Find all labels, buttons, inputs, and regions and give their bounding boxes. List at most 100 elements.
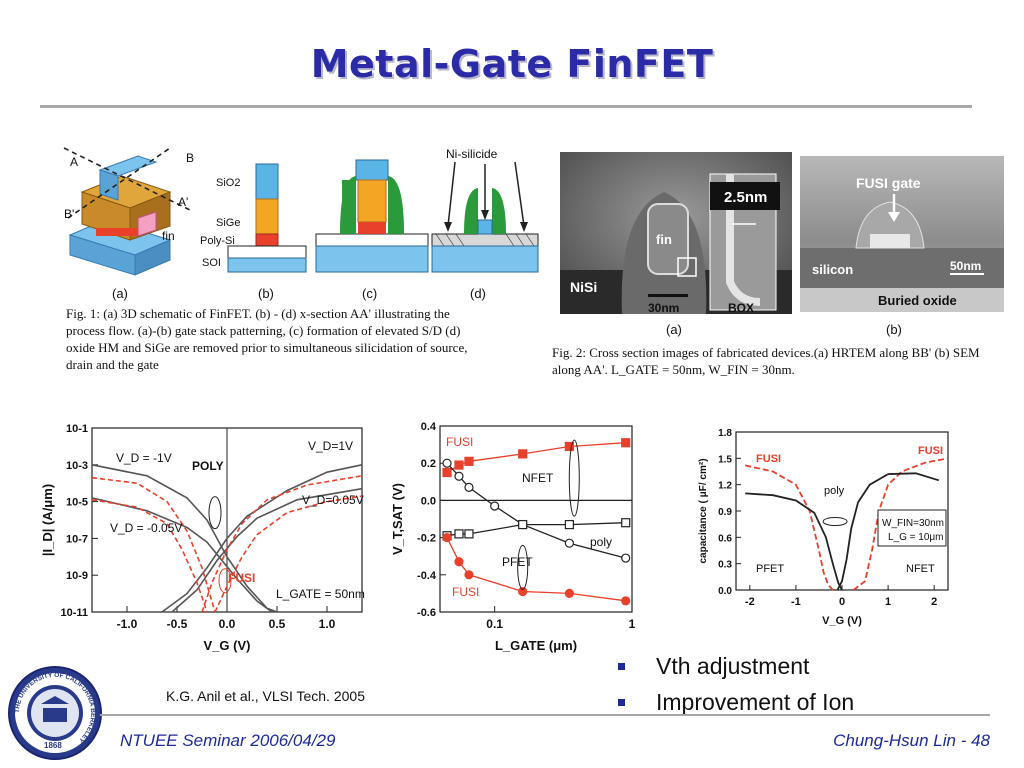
fig1-schematic: A B B' A' fin (a) SiO2 SiGe Poly-Si SOI …: [63, 147, 539, 301]
fig2b-sem: FUSI gate silicon 50nm Buried oxide (b): [800, 156, 1004, 337]
y-tick-label: 1.2: [718, 481, 732, 492]
y-tick-label: 10-1: [66, 423, 88, 435]
fig1-label-fin: fin: [162, 229, 175, 243]
chart-annotation: FUSI: [756, 453, 781, 465]
fig2-label-fusi-gate: FUSI gate: [856, 175, 921, 191]
data-point: [464, 570, 474, 580]
series-line-poly: [91, 497, 273, 613]
y-tick-label: 0.0: [421, 495, 436, 507]
y-tick-label: -0.4: [417, 570, 437, 582]
fig2-label-nisi: NiSi: [570, 279, 597, 295]
x-axis-label: V_G (V): [822, 615, 862, 627]
reference-text: K.G. Anil et al., VLSI Tech. 2005: [166, 688, 365, 704]
x-tick-label: -2: [745, 596, 755, 608]
chart-annotation: poly: [590, 535, 612, 549]
fig2-label-scale-b: 50nm: [950, 259, 981, 273]
y-tick-label: -0.6: [417, 607, 436, 619]
series-line-poly: [745, 492, 843, 591]
fig2-sublabel-b: (b): [886, 322, 902, 337]
fig2-label-buried-oxide: Buried oxide: [878, 293, 957, 308]
fig1c-elevated-sd: (c): [315, 159, 429, 301]
fig2-label-box: BOX: [728, 301, 754, 315]
data-point: [454, 529, 464, 539]
fig1-label-nisilicide: Ni-silicide: [446, 147, 498, 161]
series-line-fusi: [852, 457, 949, 591]
data-point: [621, 518, 631, 528]
fig2-label-silicon: silicon: [812, 262, 853, 277]
y-tick-label: 10-5: [66, 497, 88, 509]
x-tick-label: 0.1: [486, 617, 503, 631]
fusi-group-ellipse: [218, 568, 232, 594]
chart-annotation: NFET: [906, 563, 935, 575]
y-axis-label: capacitance ( μF/ cm²): [698, 458, 709, 563]
slide-title: Metal-Gate FinFET: [310, 42, 714, 86]
series-line-poly: [91, 464, 278, 613]
page-number: 48: [971, 731, 990, 750]
footer-author: Chung-Hsun Lin: [833, 731, 956, 750]
data-point: [442, 532, 452, 543]
series-line-poly: [171, 487, 363, 613]
fig2-label-scale-a: 30nm: [648, 301, 679, 315]
series-line-fusi: [91, 476, 216, 613]
fig1d-silicidation: Ni-silicide (d): [431, 147, 539, 301]
series-line-fusi: [745, 464, 834, 591]
x-tick-label: -1: [791, 596, 801, 608]
bullet-item: Improvement of Ion: [614, 686, 854, 722]
bullet-list: Vth adjustment Improvement of Ion: [614, 650, 854, 722]
chart-annotation: V_D=1V: [308, 439, 353, 453]
fig1-label-soi: SOI: [202, 257, 221, 269]
data-point: [518, 586, 528, 597]
chart-annotation: NFET: [522, 471, 554, 485]
chart-annotation: L_G = 10μm: [888, 532, 944, 543]
fig1-label-sige: SiGe: [216, 217, 240, 229]
data-point: [621, 553, 631, 563]
chart-annotation: FUSI: [446, 435, 473, 449]
fig1-sublabel-b: (b): [258, 286, 274, 301]
y-tick-label: 1.8: [718, 428, 732, 439]
params-box: [877, 509, 947, 547]
data-point: [442, 467, 452, 478]
data-point: [454, 471, 464, 481]
chart-annotation: PFET: [502, 555, 533, 569]
university-seal-logo: THE UNIVERSITY OF CALIFORNIA BERKELEY 18…: [8, 666, 102, 760]
pfet-group-ellipse: [517, 544, 529, 590]
series-line-poly: [836, 472, 940, 591]
data-point: [518, 519, 528, 530]
y-tick-label: 0.0: [718, 586, 732, 597]
footer-divider: [100, 714, 990, 716]
data-point: [564, 519, 574, 530]
chart-annotation: poly: [824, 485, 845, 497]
seal-year: 1868: [44, 741, 62, 750]
y-tick-label: 0.4: [421, 421, 437, 433]
fig1a-3d-schematic: A B B' A' fin (a): [63, 147, 194, 301]
poly-crossing-ellipse: [822, 517, 848, 527]
x-axis-label: L_GATE (μm): [495, 638, 577, 653]
fig1-sublabel-a: (a): [112, 286, 128, 301]
x-axis-label: V_G (V): [204, 638, 251, 653]
poly-group-ellipse: [208, 496, 222, 530]
x-tick-label: 0: [839, 596, 845, 608]
chart-annotation: PFET: [756, 563, 784, 575]
footer-page-separator: -: [955, 731, 972, 750]
data-point: [464, 482, 474, 492]
x-tick-label: -0.5: [167, 617, 188, 631]
data-point: [621, 438, 631, 448]
y-tick-label: 10-11: [60, 607, 88, 619]
fig1-sublabel-d: (d): [470, 286, 486, 301]
footer-author-page: Chung-Hsun Lin - 48: [833, 731, 990, 751]
data-point: [621, 596, 631, 606]
chart-annotation: L_GATE = 50nm: [276, 587, 365, 601]
y-tick-label: 10-3: [66, 460, 88, 472]
data-point: [454, 557, 464, 567]
fig1-label-b: B: [186, 151, 194, 165]
y-tick-label: 0.6: [718, 533, 732, 544]
x-tick-label: 0.5: [269, 617, 286, 631]
chart-annotation: V_D = -0.05V: [110, 521, 182, 535]
y-tick-label: -0.2: [417, 533, 436, 545]
fig1b-gate-stack: SiO2 SiGe Poly-Si SOI (b): [200, 163, 307, 301]
y-tick-label: 0.9: [718, 507, 732, 518]
data-point: [564, 538, 574, 548]
fig2-sublabel-a: (a): [666, 322, 682, 337]
fig1-label-a: A: [70, 155, 78, 169]
